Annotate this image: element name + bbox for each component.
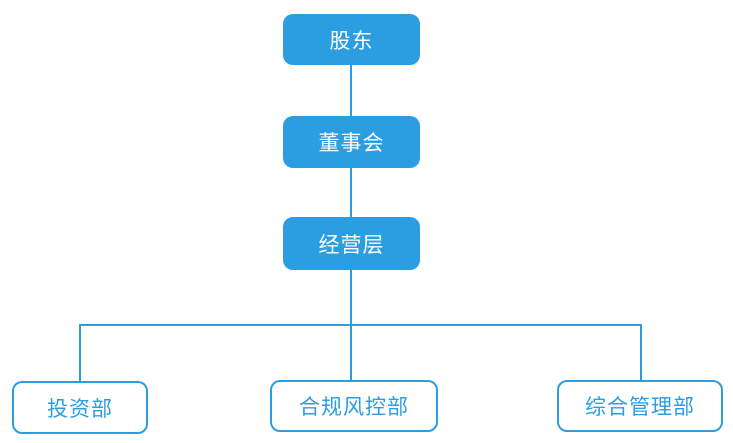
node-board: 董事会 [283, 116, 420, 168]
node-investment-label: 投资部 [47, 397, 113, 421]
connector-board-management [350, 168, 352, 217]
node-investment: 投资部 [12, 381, 148, 434]
connector-branch-horizontal [79, 324, 642, 326]
node-management-label: 经营层 [318, 233, 385, 257]
node-shareholders: 股东 [283, 14, 420, 65]
connector-branch-investment [79, 324, 81, 382]
node-shareholders-label: 股东 [329, 29, 374, 53]
node-admin: 综合管理部 [557, 380, 723, 432]
connector-branch-admin [640, 324, 642, 381]
node-admin-label: 综合管理部 [585, 396, 695, 419]
node-compliance-label: 合规风控部 [299, 396, 409, 419]
node-compliance: 合规风控部 [270, 380, 438, 432]
connector-shareholders-board [350, 65, 352, 116]
node-board-label: 董事会 [318, 132, 385, 155]
node-management: 经营层 [283, 217, 420, 270]
